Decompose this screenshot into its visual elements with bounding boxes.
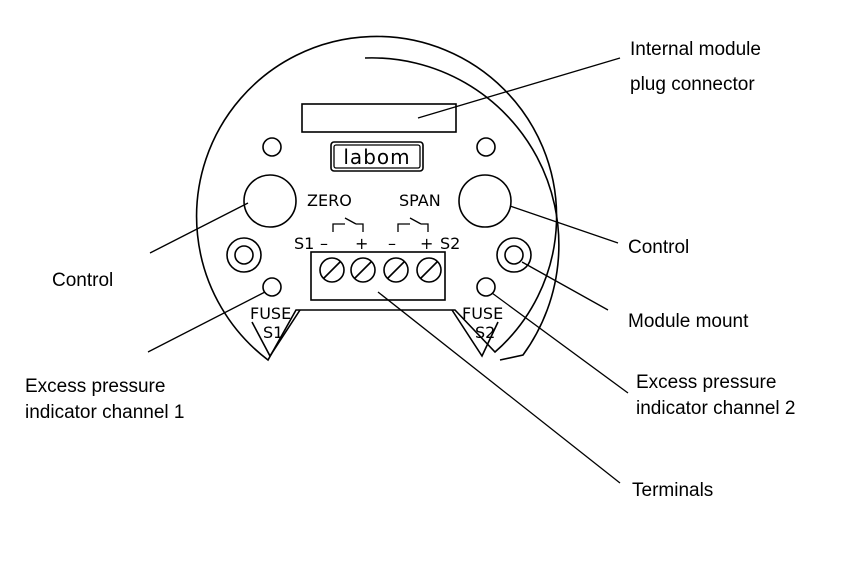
callout-excess-ch1-1: Excess pressure [25, 376, 165, 397]
notch-right [451, 309, 499, 358]
span-label: SPAN [399, 191, 441, 210]
fuse-led-s2 [476, 277, 496, 297]
plug-connector [301, 103, 457, 133]
callout-excess-ch2-2: indicator channel 2 [636, 398, 796, 419]
callout-module-mount: Module mount [628, 311, 749, 332]
terminal-screws [319, 257, 442, 283]
hole-top-left [262, 137, 282, 157]
plus-1-label: + [355, 234, 368, 253]
hole-top-right [476, 137, 496, 157]
callout-internal-module-2: plug connector [630, 74, 755, 95]
callout-excess-ch1-2: indicator channel 1 [25, 402, 185, 423]
s1-label: S1 [294, 234, 314, 253]
notch-left [251, 309, 301, 358]
module-body-outline [195, 35, 558, 362]
callout-control-left: Control [52, 270, 113, 291]
terminal-block [310, 251, 446, 301]
leader-lines [147, 57, 629, 484]
callout-terminals: Terminals [632, 480, 713, 501]
fuse-left-id: S1 [263, 323, 283, 342]
switch-symbol-1 [332, 217, 364, 232]
logo-box [330, 141, 424, 172]
logo: labom [343, 145, 410, 169]
plus-2-label: + [420, 234, 433, 253]
zero-control[interactable] [243, 174, 297, 228]
callout-control-right: Control [628, 237, 689, 258]
mount-right-outer [496, 237, 532, 273]
switch-symbol-2 [397, 217, 429, 232]
minus-2-label: – [388, 234, 396, 253]
fuse-right-label: FUSE [462, 304, 503, 323]
mount-left-outer [226, 237, 262, 273]
mount-right-inner [504, 245, 524, 265]
minus-1-label: – [320, 234, 328, 253]
fuse-led-s1 [262, 277, 282, 297]
fuse-left-label: FUSE [250, 304, 291, 323]
mount-left-inner [234, 245, 254, 265]
span-control[interactable] [458, 174, 512, 228]
callout-internal-module-1: Internal module [630, 39, 761, 60]
zero-label: ZERO [307, 191, 352, 210]
fuse-right-id: S2 [475, 323, 495, 342]
callout-excess-ch2-1: Excess pressure [636, 372, 776, 393]
s2-label: S2 [440, 234, 460, 253]
module-back-edge [364, 57, 560, 361]
